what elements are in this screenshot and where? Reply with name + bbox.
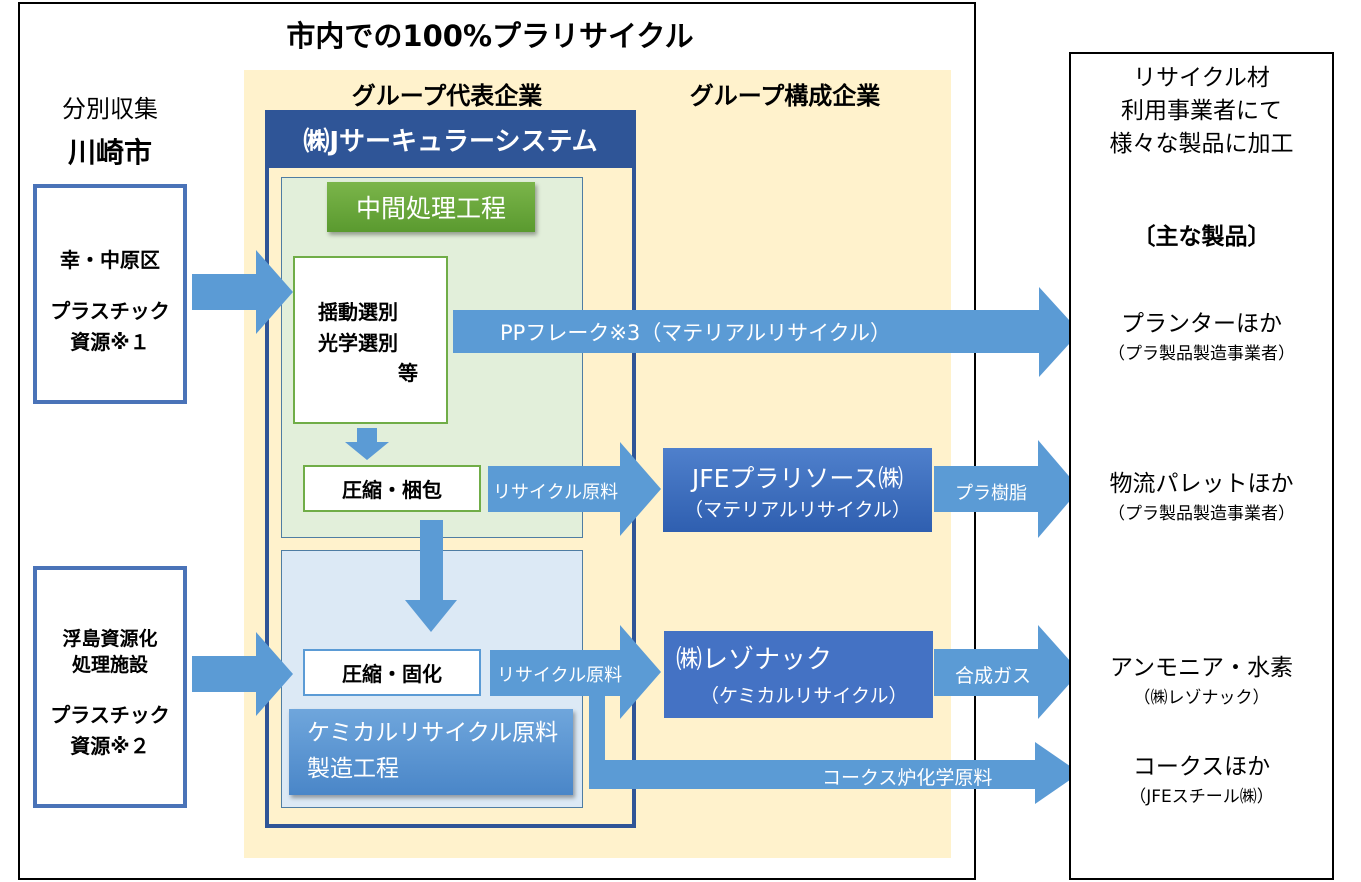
arrow-pp-flake <box>453 287 1080 377</box>
source2-facility-line2: 処理施設 <box>71 654 148 676</box>
source2-facility-line1: 浮島資源化 <box>62 628 158 650</box>
arrow-recycle-1 <box>488 442 661 536</box>
source1-box <box>33 184 187 404</box>
company-jfe-plaresource: JFEプラリソース㈱ （マテリアルリサイクル） <box>663 448 932 532</box>
product-pallet-maker: （プラ製品製造事業者） <box>1108 503 1295 524</box>
recycle-material-label-2: リサイクル原料 <box>497 665 623 686</box>
chemical-process-label: ケミカルリサイクル原料 製造工程 <box>289 709 573 795</box>
source2-box <box>33 566 187 808</box>
product-pallet: 物流パレットほか <box>1109 471 1294 497</box>
source1-material-line1: プラスチック <box>50 299 170 323</box>
synthesis-gas-label: 合成ガス <box>955 665 1032 687</box>
source2-material-line2: 資源※２ <box>70 734 150 758</box>
chemical-label-line1: ケミカルリサイクル原料 <box>307 720 559 746</box>
source2-material-line1: プラスチック <box>50 703 170 727</box>
arrow-synthesis-gas <box>934 625 1080 719</box>
product-planter-maker: （プラ製品製造事業者） <box>1108 343 1295 364</box>
sorting-line2: 光学選別 <box>318 331 398 355</box>
recycled-material-users-frame <box>1069 52 1334 880</box>
users-heading-line2: 利用事業者にて <box>1121 98 1282 124</box>
compress-pack-box: 圧縮・梱包 <box>303 465 481 512</box>
city-name: 川崎市 <box>67 136 152 169</box>
product-ammonia: アンモニア・水素 <box>1109 655 1294 681</box>
company-jfe-name: JFEプラリソース㈱ <box>691 463 904 493</box>
coke-oven-label: コークス炉化学原料 <box>822 767 993 789</box>
company-resonac: ㈱レゾナック （ケミカルリサイクル） <box>664 631 933 718</box>
users-heading-line1: リサイクル材 <box>1133 65 1270 91</box>
product-ammonia-maker: （㈱レゾナック） <box>1133 687 1270 708</box>
chemical-label-line2: 製造工程 <box>307 756 399 782</box>
company-resonac-name: ㈱レゾナック <box>676 645 833 675</box>
source1-material-line2: 資源※１ <box>70 330 150 354</box>
source1-area: 幸・中原区 <box>60 248 160 272</box>
main-products-heading: 〔主な製品〕 <box>1132 224 1271 250</box>
company-resonac-type: （ケミカルリサイクル） <box>700 685 908 707</box>
arrow-pack-down <box>405 520 457 632</box>
collection-heading: 分別収集 <box>62 94 158 123</box>
company-jfe-type: （マテリアルリサイクル） <box>684 498 911 521</box>
group-member-heading: グループ構成企業 <box>689 81 881 110</box>
product-planter: プランターほか <box>1121 311 1282 337</box>
recycle-material-label-1: リサイクル原料 <box>493 482 619 503</box>
rep-company-title: ㈱Jサーキュラーシステム <box>265 110 636 168</box>
arrow-source2-in <box>192 632 293 716</box>
sorting-line1: 揺動選別 <box>318 300 398 324</box>
compress-solidify-box: 圧縮・固化 <box>303 649 481 696</box>
arrow-plastic-resin <box>934 440 1080 538</box>
sorting-line3: 等 <box>398 361 418 385</box>
arrow-source1-in <box>192 250 293 334</box>
arrow-coke-oven <box>589 696 1080 804</box>
diagram-title: 市内での100%プラリサイクル <box>286 19 694 53</box>
plastic-resin-label: プラ樹脂 <box>955 483 1027 504</box>
sorting-box <box>293 256 448 424</box>
arrow-sorting-down <box>345 428 389 460</box>
users-heading-line3: 様々な製品に加工 <box>1109 131 1294 157</box>
pp-flake-label: PPフレーク※3（マテリアルリサイクル） <box>500 321 892 345</box>
group-rep-heading: グループ代表企業 <box>351 81 543 110</box>
product-coke: コークスほか <box>1132 754 1271 780</box>
intermediate-process-label: 中間処理工程 <box>327 182 535 232</box>
product-coke-maker: （JFEスチール㈱） <box>1129 786 1274 807</box>
arrow-recycle-2 <box>490 625 661 719</box>
